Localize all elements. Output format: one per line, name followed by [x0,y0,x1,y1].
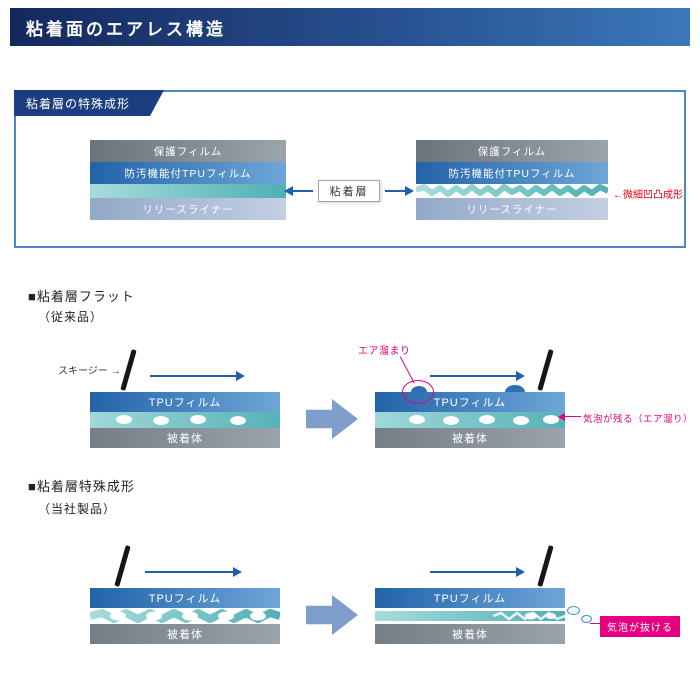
tpu-film-layer: 防汚機能付TPUフィルム [90,162,286,184]
trapped-air-dome [505,385,525,392]
adhesive-layer-embossed [414,184,610,198]
sweep-direction-arrow-icon [430,567,525,577]
release-liner-label: リリースライナー [466,203,558,216]
protective-film-layer: 保護フィルム [416,140,608,162]
air-bubble [409,415,425,424]
squeegee-icon [537,545,554,587]
film-stack-embossed: 保護フィルム 防汚機能付TPUフィルム リリースライナー [414,140,610,220]
substrate-label: 被着体 [167,433,203,445]
release-liner-layer: リリースライナー [416,198,608,220]
substrate-label: 被着体 [452,433,488,445]
release-liner-label: リリースライナー [142,203,234,216]
transition-arrow-icon [306,595,358,635]
substrate-label: 被着体 [452,629,488,641]
adhesive-layer [375,412,565,428]
escaping-air-bubble [581,615,592,623]
formed-section-title: ■粘着層特殊成形 [28,479,135,494]
adhesive-layer [90,412,280,428]
escape-leader-line [590,623,600,625]
sweep-direction-arrow-icon [150,371,245,381]
squeegee-label: スキージー → [58,366,121,377]
substrate-label: 被着体 [167,629,203,641]
air-pocket-leader-line [399,356,415,384]
adhesive-layer-flat [90,184,286,198]
special-forming-panel: 粘着層の特殊成形 保護フィルム 防汚機能付TPUフィルム リリースライナー 粘着… [14,90,686,248]
arrow-left-icon [284,186,313,196]
protective-film-layer: 保護フィルム [90,140,286,162]
page-title: 粘着面のエアレス構造 [26,19,226,39]
air-pocket-label: エア溜まり [358,346,411,357]
result-leader-arrowhead-icon [558,413,565,421]
flat-section-title: ■粘着層フラット [28,289,135,304]
air-bubble [230,416,246,425]
tpu-film-layer: TPUフィルム [90,392,280,412]
flat-result-note: 気泡が残る（エア溜り） [583,414,694,425]
sweep-direction-arrow-icon [145,567,242,577]
air-bubble [190,415,206,424]
tpu-film-label: TPUフィルム [148,593,222,605]
film-stack-flat: 保護フィルム 防汚機能付TPUフィルム リリースライナー [90,140,286,220]
tpu-film-label: 防汚機能付TPUフィルム [448,167,576,180]
tpu-film-label: TPUフィルム [148,397,222,409]
squeegee-icon [120,349,137,391]
tpu-film-layer: 防汚機能付TPUフィルム [416,162,608,184]
flat-after-stack: TPUフィルム 被着体 [375,385,565,448]
substrate-layer: 被着体 [375,428,565,448]
substrate-layer: 被着体 [90,624,280,644]
protective-film-label: 保護フィルム [153,145,223,158]
air-pocket-circle [402,380,434,404]
page-title-bar: 粘着面のエアレス構造 [10,8,690,46]
adhesive-layer-wetted [375,608,565,624]
escaping-air-bubble [567,606,580,615]
sweep-direction-arrow-icon [430,371,525,381]
formed-before-stack: TPUフィルム 被着体 [90,588,280,644]
tpu-film-label: TPUフィルム [433,397,507,409]
air-bubble [479,415,495,424]
air-bubble [116,415,132,424]
adhesive-layer-callout: 粘着層 [318,180,380,202]
embossed-texture-graphic [90,609,280,623]
tpu-film-label: TPUフィルム [433,593,507,605]
tpu-film-layer: TPUフィルム [375,588,565,608]
release-liner-layer: リリースライナー [90,198,286,220]
panel-label-text: 粘着層の特殊成形 [26,96,131,111]
adhesive-layer-callout-text: 粘着層 [329,186,369,198]
result-leader-line [565,416,581,418]
formed-section-subtitle: （当社製品） [38,502,117,516]
adhesive-layer-embossed [90,608,280,624]
transition-arrow-icon [306,399,358,439]
wetted-adhesive-graphic [375,611,565,621]
squeegee-icon [114,545,131,587]
escape-result-tag: 気泡が抜ける [600,616,680,637]
texture-note: ←微細凹凸成形 [613,190,683,201]
tpu-film-layer: TPUフィルム [90,588,280,608]
embossed-texture-graphic [414,184,610,197]
protective-film-label: 保護フィルム [477,145,547,158]
air-bubble [513,416,529,425]
air-bubble [543,415,559,424]
air-bubble [443,416,459,425]
flat-before-stack: TPUフィルム 被着体 [90,392,280,448]
panel-label-badge: 粘着層の特殊成形 [14,90,164,116]
formed-after-stack: TPUフィルム 被着体 [375,588,565,644]
squeegee-icon [537,349,554,391]
tpu-film-label: 防汚機能付TPUフィルム [124,167,252,180]
substrate-layer: 被着体 [90,428,280,448]
flat-section-subtitle: （従来品） [38,310,104,324]
air-bubble [153,416,169,425]
arrow-right-icon [385,186,414,196]
substrate-layer: 被着体 [375,624,565,644]
